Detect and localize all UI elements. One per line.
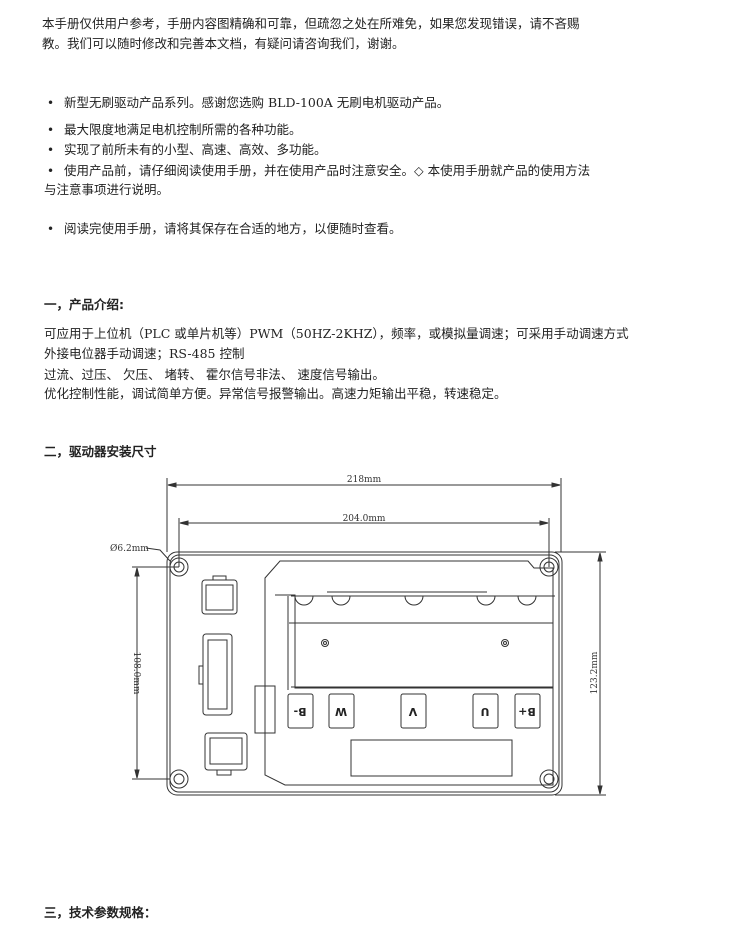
bullet-dot: •: [47, 96, 55, 110]
section1-line-2: 外接电位器手动调速；RS-485 控制: [44, 346, 245, 361]
bullet-2: 最大限度地满足电机控制所需的各种功能。: [64, 122, 302, 137]
mounting-holes: [169, 557, 559, 789]
section1-heading: 一，产品介绍:: [44, 297, 124, 312]
power-panel: [254, 560, 555, 786]
intro-line-2: 教。我们可以随时修改和完善本文档，有疑问请咨询我们，谢谢。: [42, 36, 405, 51]
bullet-dot: •: [47, 123, 55, 137]
terminal-w: W: [335, 705, 347, 718]
signal-connectors: [198, 575, 248, 776]
driver-body: [166, 551, 563, 796]
dimension-hole-diameter: Ø6.2mm: [110, 543, 171, 562]
section2-heading: 二，驱动器安装尺寸: [44, 444, 157, 459]
section1-line-1: 可应用于上位机（PLC 或单片机等）PWM（50HZ-2KHZ），频率，或模拟量…: [44, 326, 629, 341]
dimension-overall-width: 218mm: [166, 475, 562, 552]
terminal-u: U: [481, 705, 490, 718]
dimension-hole-width: 204.0mm: [178, 514, 550, 567]
dimension-overall-height: 123.2mm: [555, 551, 606, 796]
dimension-hole-height: 108.0mm: [131, 566, 179, 780]
bullet-3: 实现了前所未有的小型、高速、高效、多功能。: [64, 142, 327, 157]
section1-line-3: 过流、过压、 欠压、 堵转、 霍尔信号非法、 速度信号输出。: [44, 367, 385, 382]
bullet-dot: •: [47, 222, 55, 236]
bullet-1: 新型无刷驱动产品系列。感谢您选购 BLD-100A 无刷电机驱动产品。: [64, 95, 450, 110]
terminal-v: V: [408, 705, 417, 718]
dim-218-label: 218mm: [347, 475, 382, 485]
power-terminals: B- W V U B+: [287, 693, 541, 729]
terminal-b-minus: B-: [294, 705, 307, 718]
dim-108-label: 108.0mm: [131, 652, 141, 695]
dim-204-label: 204.0mm: [343, 514, 386, 524]
section1-line-4: 优化控制性能，调试简单方便。异常信号报警输出。高速力矩输出平稳，转速稳定。: [44, 386, 507, 401]
dim-123-label: 123.2mm: [590, 651, 600, 694]
bullet-4: 使用产品前，请仔细阅读使用手册，并在使用产品时注意安全。◇ 本使用手册就产品的使…: [64, 163, 591, 178]
intro-line-1: 本手册仅供用户参考，手册内容图精确和可靠，但疏忽之处在所难免，如果您发现错误，请…: [42, 16, 580, 31]
dim-hole-label: Ø6.2mm: [110, 543, 149, 554]
bullet-dot: •: [47, 143, 55, 157]
bullet-5: 阅读完使用手册，请将其保存在合适的地方，以便随时查看。: [64, 221, 402, 236]
section3-heading: 三，技术参数规格：: [44, 905, 157, 920]
terminal-b-plus: B+: [518, 705, 536, 718]
bullet-4-continuation: 与注意事项进行说明。: [44, 182, 170, 197]
bullet-dot: •: [47, 164, 55, 178]
